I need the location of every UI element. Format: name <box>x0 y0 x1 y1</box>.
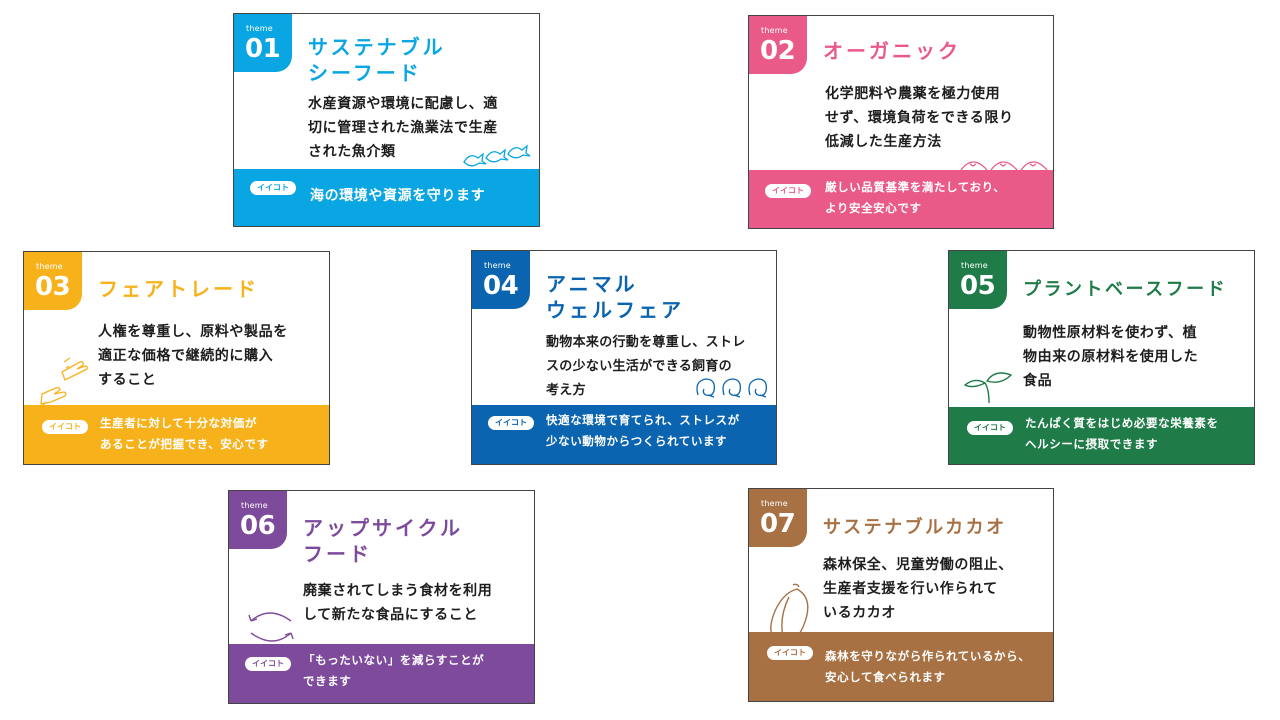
theme-number: 07 <box>760 509 796 539</box>
theme-description: 森林保全、児童労働の阻止、 生産者支援を行い作られて いるカカオ <box>823 557 1013 621</box>
benefit-pill: イイコト <box>488 416 534 430</box>
theme-badge: theme 02 <box>749 16 807 74</box>
sprout-icon <box>960 161 1048 171</box>
theme-number: 04 <box>483 271 519 301</box>
theme-description: 動物性原材料を使わず、植 物由来の原材料を使用した 食品 <box>1023 325 1199 389</box>
theme-footer: イイコト 「もったいない」を減らすことが できます <box>229 644 534 703</box>
theme-card-06: theme 06 アップサイクル フード 廃棄されてしまう食材を利用 して新たな… <box>228 490 535 704</box>
theme-badge-label: theme <box>246 24 273 33</box>
theme-title: オーガニック <box>823 39 961 63</box>
theme-card-05: theme 05 プラントベースフード 動物性原材料を使わず、植 物由来の原材料… <box>948 250 1255 465</box>
theme-footer: イイコト 海の環境や資源を守ります <box>234 169 539 226</box>
theme-title: サステナブルカカオ <box>823 517 1007 538</box>
theme-badge-label: theme <box>484 261 511 270</box>
theme-badge: theme 07 <box>749 489 807 547</box>
theme-title: サステナブル シーフード <box>308 35 446 85</box>
theme-card-03: theme 03 フェアトレード 人権を尊重し、原料や製品を 適正な価格で継続的… <box>23 251 330 465</box>
theme-badge: theme 04 <box>472 251 530 309</box>
theme-card-07: theme 07 サステナブルカカオ 森林保全、児童労働の阻止、 生産者支援を行… <box>748 488 1054 702</box>
animal-icon <box>696 378 767 398</box>
benefit-text: 快適な環境で育てられ、ストレスが 少ない動物からつくられています <box>546 413 740 448</box>
theme-badge: theme 01 <box>234 14 292 72</box>
theme-number: 03 <box>35 272 71 302</box>
theme-card-02: theme 02 オーガニック 化学肥料や農薬を極力使用 せず、環境負荷をできる… <box>748 15 1054 229</box>
benefit-text: 生産者に対して十分な対価が あることが把握でき、安心です <box>100 416 269 451</box>
benefit-pill: イイコト <box>42 420 88 434</box>
theme-footer: イイコト たんぱく質をはじめ必要な栄養素を ヘルシーに摂取できます <box>949 407 1254 464</box>
theme-title: プラントベースフード <box>1023 279 1228 300</box>
benefit-pill: イイコト <box>250 181 296 195</box>
handshake-icon <box>40 357 88 407</box>
benefit-text: 厳しい品質基準を満たしており、 より安全安心です <box>825 180 1006 215</box>
theme-badge-label: theme <box>761 499 788 508</box>
theme-footer: イイコト 厳しい品質基準を満たしており、 より安全安心です <box>749 170 1053 228</box>
theme-number: 06 <box>240 511 276 541</box>
theme-badge-label: theme <box>241 501 268 510</box>
theme-badge-label: theme <box>36 262 63 271</box>
theme-description: 水産資源や環境に配慮し、適 切に管理された漁業法で生産 された魚介類 <box>308 96 498 160</box>
theme-title: フェアトレード <box>98 277 259 301</box>
theme-description: 化学肥料や農薬を極力使用 せず、環境負荷をできる限り 低減した生産方法 <box>825 86 1014 150</box>
theme-card-01: theme 01 サステナブル シーフード 水産資源や環境に配慮し、適 切に管理… <box>233 13 540 227</box>
theme-badge: theme 05 <box>949 251 1007 309</box>
benefit-text: 森林を守りながら作られているから、 安心して食べられます <box>825 649 1031 684</box>
benefit-text: 海の環境や資源を守ります <box>310 188 486 204</box>
theme-description: 廃棄されてしまう食材を利用 して新たな食品にすること <box>303 583 493 623</box>
theme-title: アップサイクル フード <box>303 516 463 566</box>
benefit-text: 「もったいない」を減らすことが できます <box>303 653 485 688</box>
theme-badge-label: theme <box>761 26 788 35</box>
theme-description: 動物本来の行動を尊重し、ストレ スの少ない生活ができる飼育の 考え方 <box>546 335 746 398</box>
theme-badge-label: theme <box>961 261 988 270</box>
theme-badge: theme 06 <box>229 491 287 549</box>
benefit-pill: イイコト <box>767 646 813 660</box>
theme-footer: イイコト 生産者に対して十分な対価が あることが把握でき、安心です <box>24 405 329 464</box>
fish-icon <box>463 144 531 167</box>
benefit-pill: イイコト <box>245 657 291 671</box>
theme-number: 01 <box>245 34 281 64</box>
theme-badge: theme 03 <box>24 252 82 310</box>
recycle-arrows-icon <box>248 612 294 642</box>
theme-number: 05 <box>960 271 996 301</box>
benefit-pill: イイコト <box>765 184 811 198</box>
leaf-sprout-icon <box>963 372 1013 404</box>
benefit-pill: イイコト <box>967 421 1013 435</box>
theme-card-04: theme 04 アニマル ウェルフェア 動物本来の行動を尊重し、ストレ スの少… <box>471 250 777 465</box>
theme-title: アニマル ウェルフェア <box>546 272 684 322</box>
theme-description: 人権を尊重し、原料や製品を 適正な価格で継続的に購入 すること <box>98 324 288 388</box>
theme-footer: イイコト 快適な環境で育てられ、ストレスが 少ない動物からつくられています <box>472 405 776 464</box>
theme-number: 02 <box>760 36 796 66</box>
theme-footer: イイコト 森林を守りながら作られているから、 安心して食べられます <box>749 632 1053 701</box>
benefit-text: たんぱく質をはじめ必要な栄養素を ヘルシーに摂取できます <box>1025 416 1219 451</box>
